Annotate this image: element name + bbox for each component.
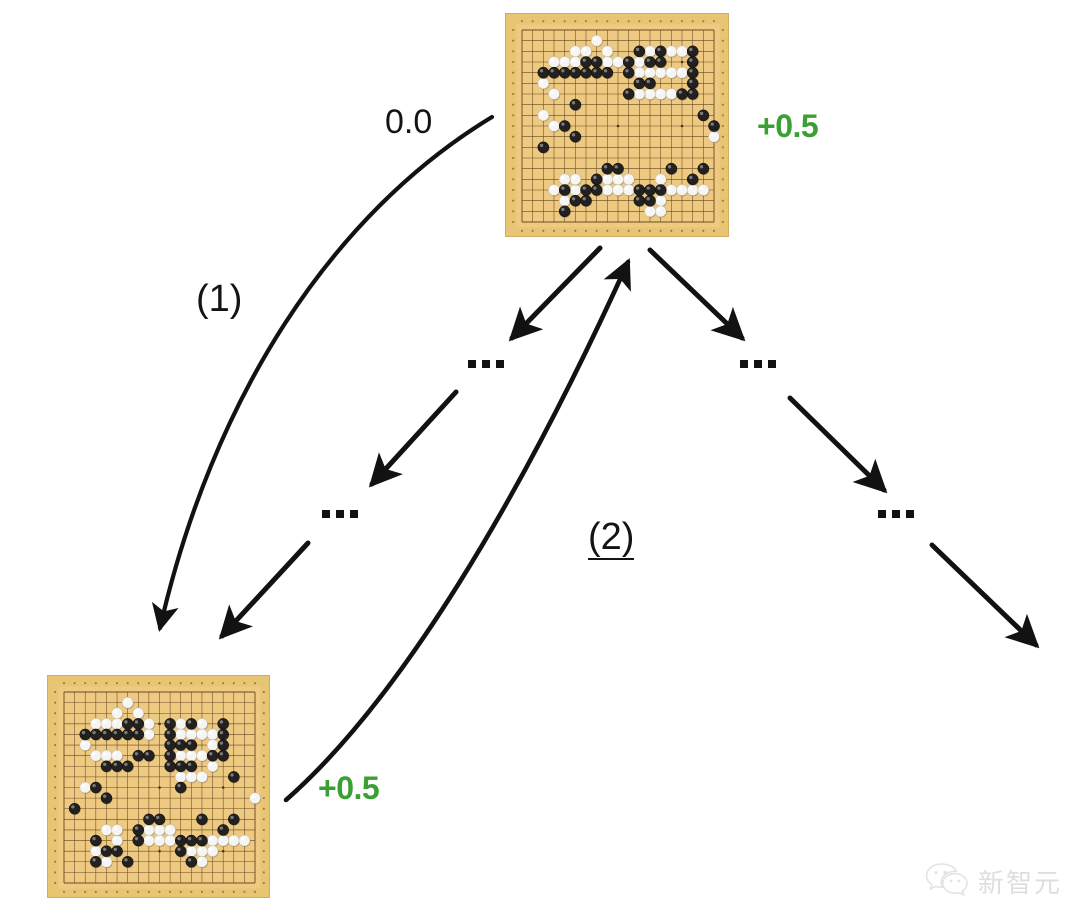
root-board: [505, 13, 729, 237]
watermark-text: 新智元: [977, 869, 1062, 899]
ellipsis-mid-left: [468, 360, 504, 368]
step-two-label: (2): [588, 516, 635, 560]
arrow-rollout-1: [151, 114, 495, 632]
ellipsis-lower-left: [322, 510, 358, 518]
watermark: 新智元: [924, 861, 1062, 902]
root-board-value-label: +0.5: [757, 108, 819, 144]
arrow-lower-left-to-leaf: [218, 540, 311, 640]
arrow-backup-2: [283, 258, 631, 803]
step-one-label: (1): [196, 278, 243, 320]
step-two-text: (2): [588, 516, 635, 560]
arrow-mid-left-to-lower-left: [368, 389, 459, 488]
arrow-lower-right-out: [929, 542, 1040, 649]
leaf-board-value-label: +0.5: [318, 770, 380, 806]
arrow-root-to-mid-right: [647, 247, 746, 342]
arrow-mid-right-to-lower-right: [787, 395, 888, 494]
root-value-label: 0.0: [385, 103, 433, 141]
wechat-icon: [924, 861, 970, 902]
ellipsis-lower-right: [878, 510, 914, 518]
arrow-root-to-mid-left: [508, 245, 603, 342]
leaf-board: [47, 675, 270, 898]
ellipsis-mid-right: [740, 360, 776, 368]
